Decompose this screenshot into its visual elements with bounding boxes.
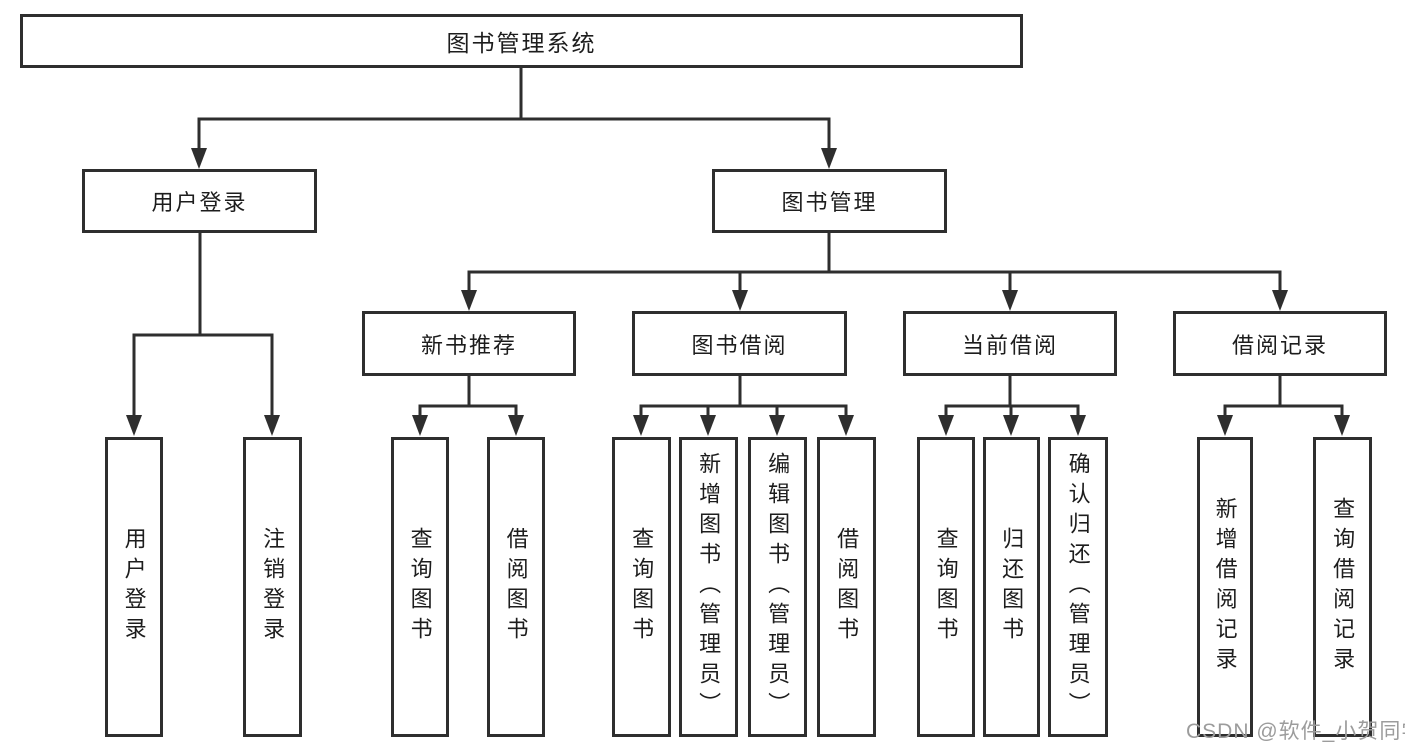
leaf-borrow-books-label: 借阅图书 — [834, 527, 860, 647]
node-book-management-label: 图书管理 — [781, 190, 878, 215]
leaf-add-borrow-record: 新增借阅记录 — [1197, 437, 1253, 737]
watermark: CSDN @软件_小贺同学 — [1186, 720, 1405, 743]
leaf-add-books-admin: 新增图书（管理员） — [679, 437, 738, 737]
leaf-add-books-admin-label: 新增图书（管理员） — [696, 452, 722, 722]
leaf-recommend-query-books: 查询图书 — [391, 437, 449, 737]
leaf-query-borrow-record-label: 查询借阅记录 — [1330, 497, 1356, 677]
node-current-borrow: 当前借阅 — [903, 311, 1117, 376]
leaf-user-login: 用户登录 — [105, 437, 163, 737]
leaf-return-books: 归还图书 — [983, 437, 1040, 737]
leaf-edit-books-admin-label: 编辑图书（管理员） — [765, 452, 791, 722]
node-new-book-recommend-label: 新书推荐 — [420, 332, 517, 358]
leaf-confirm-return-admin-label: 确认归还（管理员） — [1065, 452, 1091, 722]
node-book-borrow-label: 图书借阅 — [691, 332, 788, 358]
connector-root-branch — [197, 117, 831, 152]
leaf-recommend-borrow-books: 借阅图书 — [487, 437, 545, 737]
node-user-login-label: 用户登录 — [151, 190, 248, 215]
node-user-login: 用户登录 — [82, 169, 317, 233]
node-book-management: 图书管理 — [712, 169, 947, 233]
node-book-borrow: 图书借阅 — [632, 311, 847, 376]
leaf-query-borrow-record: 查询借阅记录 — [1313, 437, 1372, 737]
leaf-borrow-query-books: 查询图书 — [612, 437, 671, 737]
node-current-borrow-label: 当前借阅 — [961, 332, 1058, 358]
connector-management-drops — [738, 272, 1012, 295]
leaf-return-books-label: 归还图书 — [999, 527, 1025, 647]
leaf-recommend-query-books-label: 查询图书 — [407, 527, 433, 647]
node-new-book-recommend: 新书推荐 — [362, 311, 576, 376]
leaf-logout: 注销登录 — [243, 437, 302, 737]
connector-recommend-branch — [418, 404, 518, 418]
leaf-add-borrow-record-label: 新增借阅记录 — [1212, 497, 1238, 677]
leaf-logout-label: 注销登录 — [260, 527, 286, 647]
leaf-edit-books-admin: 编辑图书（管理员） — [748, 437, 807, 737]
arrowheads — [126, 148, 1350, 436]
leaf-recommend-borrow-books-label: 借阅图书 — [503, 527, 529, 647]
leaf-user-login-label: 用户登录 — [121, 527, 147, 647]
leaf-borrow-books: 借阅图书 — [817, 437, 876, 737]
leaf-borrow-query-books-label: 查询图书 — [629, 527, 655, 647]
leaf-confirm-return-admin: 确认归还（管理员） — [1048, 437, 1108, 737]
node-borrow-records: 借阅记录 — [1173, 311, 1387, 376]
leaf-current-query-books: 查询图书 — [917, 437, 975, 737]
node-borrow-records-label: 借阅记录 — [1231, 332, 1328, 358]
connector-borrow-drops — [706, 406, 779, 418]
connector-management-branch — [467, 270, 1282, 295]
connector-borrow-branch — [639, 404, 848, 418]
node-root: 图书管理系统 — [20, 14, 1023, 68]
connector-records-branch — [1223, 404, 1344, 418]
node-root-label: 图书管理系统 — [446, 30, 597, 56]
connector-login-branch — [132, 333, 274, 418]
leaf-current-query-books-label: 查询图书 — [933, 527, 959, 647]
